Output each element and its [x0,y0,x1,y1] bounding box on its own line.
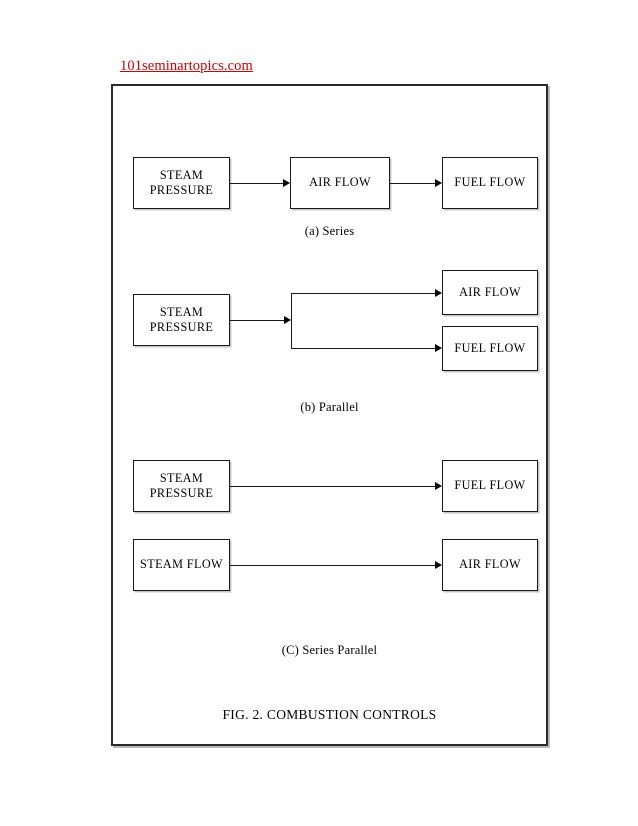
caption-series: (a) Series [304,224,355,238]
box-label: STEAM PRESSURE [149,470,214,500]
box-label: STEAM PRESSURE [149,167,214,197]
box-label: AIR FLOW [459,284,521,299]
connector-parallel-fuel [291,348,435,349]
box-parallel-air-flow: AIR FLOW [442,270,538,315]
box-parallel-fuel-flow: FUEL FLOW [442,326,538,371]
box-label: AIR FLOW [309,175,371,190]
figure-caption: FIG. 2. COMBUSTION CONTROLS [222,707,437,722]
caption-series-parallel: (C) Series Parallel [281,643,378,657]
box-parallel-steam-pressure: STEAM PRESSURE [133,294,230,346]
box-label: FUEL FLOW [454,175,526,190]
box-series-fuel-flow: FUEL FLOW [442,157,538,209]
connector-series-2 [390,183,435,184]
figure-frame: STEAM PRESSURE AIR FLOW FUEL FLOW (a) Se… [111,84,548,746]
connector-series-1 [230,183,283,184]
arrowhead-sp-2 [435,561,442,569]
box-label: STEAM FLOW [140,557,223,572]
figure-canvas: STEAM PRESSURE AIR FLOW FUEL FLOW (a) Se… [113,86,546,744]
arrowhead-parallel-air [435,289,442,297]
arrowhead-parallel-feed [284,316,291,324]
connector-parallel-feed [230,320,284,321]
connector-sp-2 [230,565,435,566]
box-label: FUEL FLOW [454,340,526,355]
box-label: FUEL FLOW [454,478,526,493]
site-link[interactable]: 101seminartopics.com [120,58,253,74]
caption-parallel: (b) Parallel [300,400,359,414]
box-sp-air-flow: AIR FLOW [442,539,538,591]
arrowhead-series-2 [435,179,442,187]
box-label: STEAM PRESSURE [149,304,214,334]
box-label: AIR FLOW [459,557,521,572]
box-series-air-flow: AIR FLOW [290,157,390,209]
arrowhead-series-1 [283,179,290,187]
box-sp-steam-flow: STEAM FLOW [133,539,230,591]
box-sp-steam-pressure: STEAM PRESSURE [133,460,230,512]
arrowhead-sp-1 [435,482,442,490]
box-series-steam-pressure: STEAM PRESSURE [133,157,230,209]
box-sp-fuel-flow: FUEL FLOW [442,460,538,512]
connector-sp-1 [230,486,435,487]
parallel-splitter [291,293,292,349]
connector-parallel-air [291,293,435,294]
arrowhead-parallel-fuel [435,344,442,352]
